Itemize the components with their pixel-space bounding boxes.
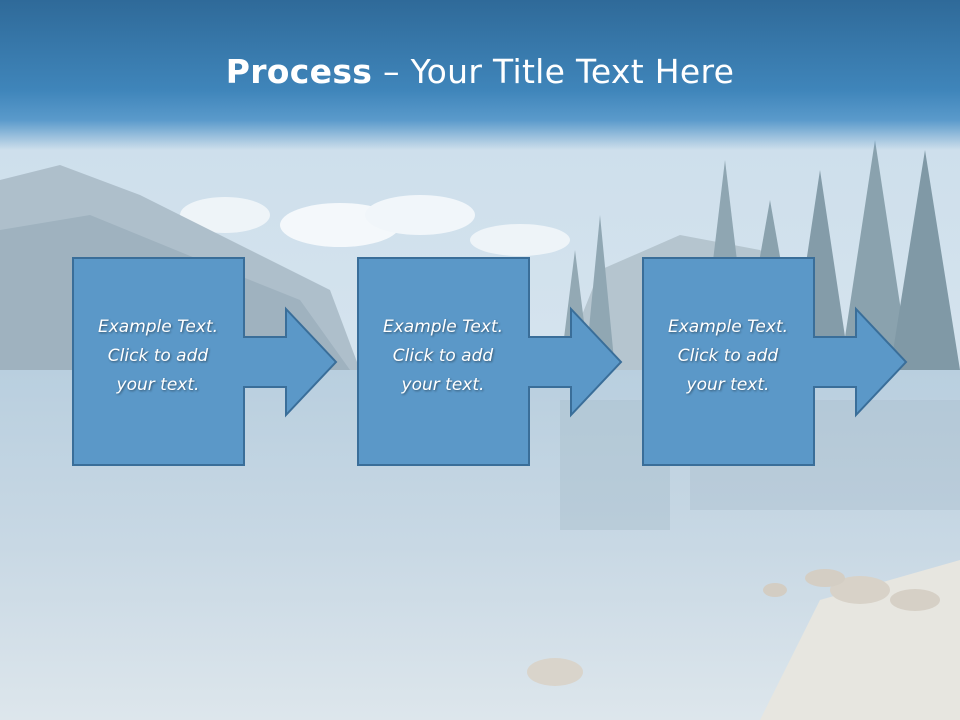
step-arrow-shape — [357, 257, 623, 466]
process-step-2[interactable]: Example Text. Click to add your text. — [357, 257, 623, 467]
step-text[interactable]: Example Text. Click to add your text. — [97, 317, 219, 395]
process-step-1[interactable]: Example Text. Click to add your text. — [72, 257, 338, 467]
process-step-3[interactable]: Example Text. Click to add your text. — [642, 257, 908, 467]
step-text[interactable]: Example Text. Click to add your text. — [382, 317, 504, 395]
step-arrow-shape — [72, 257, 338, 466]
title-bold: Process — [225, 52, 373, 91]
step-text[interactable]: Example Text. Click to add your text. — [667, 317, 789, 395]
title-bar — [0, 0, 960, 150]
title-rest: – Your Title Text Here — [372, 52, 735, 91]
step-arrow-shape — [642, 257, 908, 466]
slide-title[interactable]: Process – Your Title Text Here — [0, 52, 960, 91]
